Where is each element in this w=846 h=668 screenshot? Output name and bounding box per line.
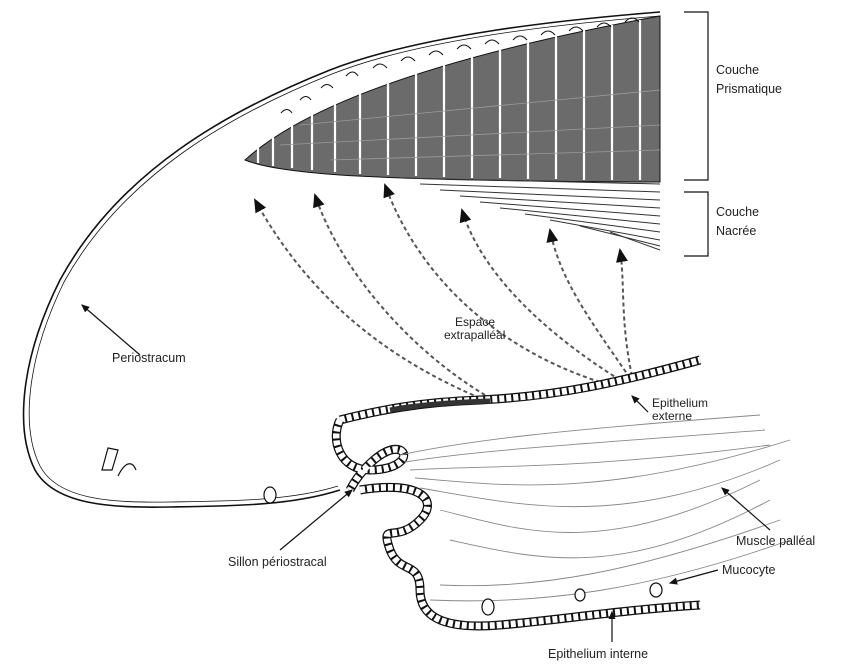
label-couche-nacree-2: Nacrée xyxy=(716,223,756,239)
label-periostracum: Periostracum xyxy=(112,350,186,366)
pointer-sillon xyxy=(280,490,352,550)
secretion-arrows xyxy=(255,185,632,398)
pointer-epithelium-externe xyxy=(632,396,648,412)
bracket-prismatique xyxy=(684,12,708,180)
label-mucocyte: Mucocyte xyxy=(722,562,776,578)
periostracum-tufts xyxy=(102,448,276,503)
outer-epithelium xyxy=(340,360,700,420)
label-muscle-palleal: Muscle palléal xyxy=(736,533,815,549)
label-espace-2: extrapalléal xyxy=(444,329,505,342)
label-couche-nacree-1: Couche xyxy=(716,204,759,220)
prismatic-layer xyxy=(245,16,660,182)
bracket-nacree xyxy=(684,192,708,256)
label-couche-prismatique-2: Prismatique xyxy=(716,81,782,97)
label-couche-prismatique-1: Couche xyxy=(716,62,759,78)
pointer-periostracum xyxy=(82,305,140,355)
label-epithelium-externe-2: externe xyxy=(652,410,692,423)
pointer-muscle xyxy=(722,488,770,530)
nacreous-layer xyxy=(400,178,660,250)
label-epithelium-interne: Epithelium interne xyxy=(548,646,648,662)
label-sillon-periostracal: Sillon périostracal xyxy=(228,554,327,570)
pointer-mucocyte xyxy=(670,570,718,583)
